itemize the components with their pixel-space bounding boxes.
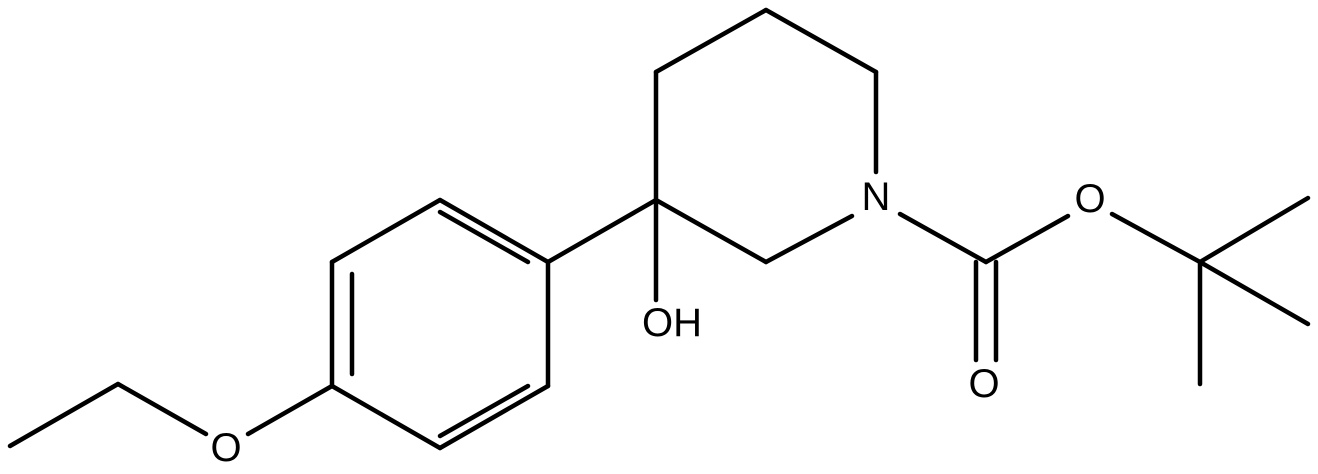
bond-n-carbonyl (897, 211, 989, 265)
benzene-ring (329, 197, 659, 451)
bond-ring-c5-c6 (763, 7, 879, 75)
bond-tbu-methyl-1 (1197, 195, 1311, 265)
bond-ring-c2-c3 (653, 197, 769, 265)
bond-ester-o-tbu (1109, 211, 1203, 265)
bond-ch2-ch3 (7, 381, 121, 449)
bond-aryl-c2-c3 (329, 197, 443, 265)
boc-group (897, 195, 1311, 387)
bond-ether-o-ch2 (115, 381, 209, 437)
bond-tbu-methyl-2 (1197, 259, 1311, 327)
bond-aryl-c1-c2 (437, 197, 551, 265)
ether-oxygen-label: O (210, 426, 241, 470)
bond-aryl-ether-o (245, 383, 335, 437)
carbonyl-oxygen-label: O (968, 362, 999, 406)
bond-aryl-c1-c2-inner (437, 209, 531, 265)
bond-carbonyl-ester-o (983, 213, 1071, 265)
bond-c3-aryl (545, 197, 659, 265)
bond-aryl-c4-c5 (329, 383, 443, 451)
bond-ring-n-c2 (763, 213, 855, 265)
bond-ring-c4-c5 (653, 7, 769, 75)
bond-aryl-c5-c6 (437, 383, 551, 451)
bond-aryl-c5-c6-inner (437, 383, 531, 439)
hydroxyl-label: OH (642, 301, 702, 345)
piperidine-ring (653, 7, 879, 265)
nitrogen-atom-label: N (862, 175, 891, 219)
ethoxy-group (7, 381, 335, 449)
ester-oxygen-label: O (1074, 177, 1105, 221)
